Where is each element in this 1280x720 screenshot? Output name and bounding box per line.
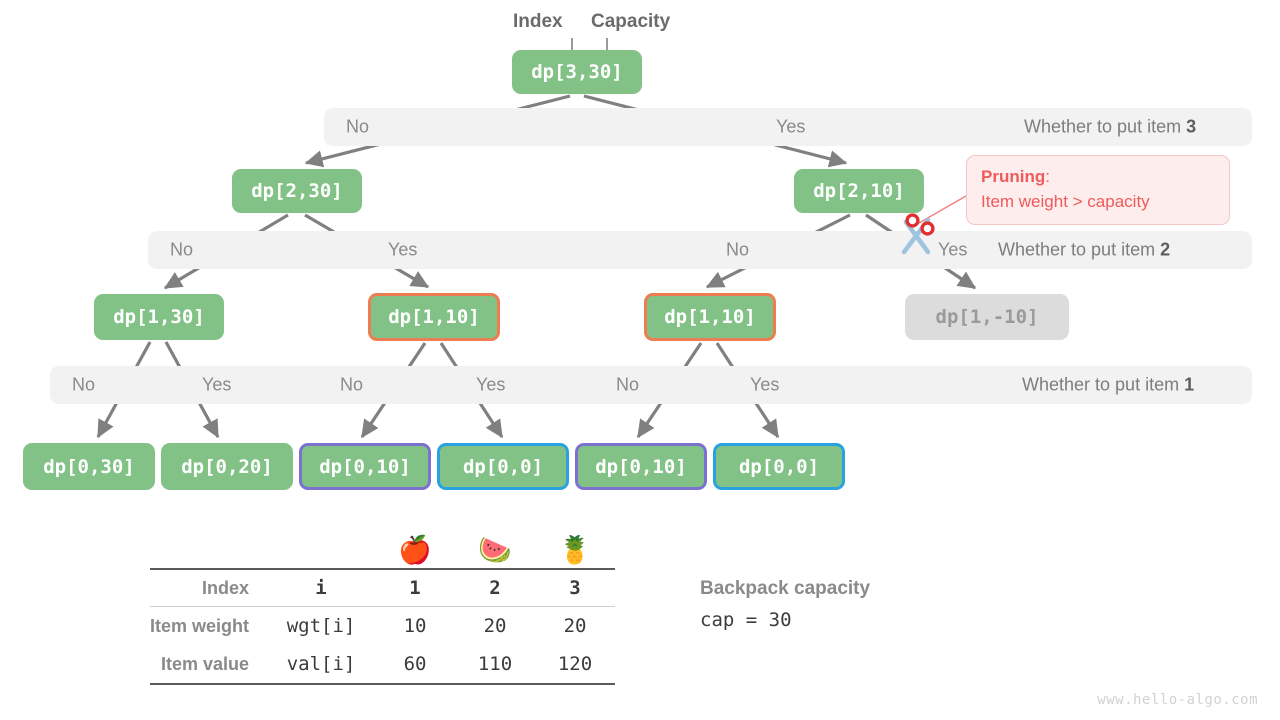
bar-question-item: 3: [1186, 116, 1197, 137]
branch-label-no: No: [726, 239, 750, 260]
table-cell: 120: [535, 645, 616, 685]
table-cell: 20: [455, 606, 536, 645]
table-row-key: i: [267, 568, 376, 607]
capacity-value: cap = 30: [700, 609, 792, 631]
table-cell: 10: [375, 606, 456, 645]
bar-question-item: 2: [1160, 239, 1171, 260]
tree-node: dp[2,30]: [232, 169, 362, 213]
branch-label-no: No: [346, 116, 370, 137]
table-cell: 110: [455, 645, 536, 685]
table-emoji-row: 🍎 🍉 🍍: [150, 520, 615, 569]
header-label-capacity: Capacity: [591, 11, 671, 32]
table-corner-cell: [150, 520, 267, 569]
decision-bar-item-1: No Yes No Yes No Yes Whether to put item 1: [50, 366, 1252, 404]
branch-label-no: No: [616, 374, 640, 395]
tree-node: dp[2,10]: [794, 169, 924, 213]
bar-question-item: 1: [1184, 374, 1195, 395]
branch-label-no: No: [170, 239, 194, 260]
table-cell: 3: [535, 568, 616, 607]
item-emoji-cell: 🍍: [558, 535, 592, 565]
bar-question-text: Whether to put item: [1024, 116, 1187, 137]
branch-label-yes: Yes: [388, 239, 418, 260]
table-row-key: wgt[i]: [267, 606, 376, 645]
item-emoji-cell: 🍎: [398, 535, 432, 565]
tree-node: dp[3,30]: [512, 50, 642, 94]
table-cell: 2: [455, 568, 536, 607]
branch-label-no: No: [72, 374, 96, 395]
tree-node: dp[1,30]: [94, 294, 224, 340]
table-row-key: val[i]: [267, 645, 376, 685]
tree-node: dp[0,10]: [575, 443, 707, 490]
pruning-callout: Pruning: Item weight > capacity: [966, 155, 1230, 226]
table-cell: 60: [375, 645, 456, 685]
tree-node: dp[0,0]: [437, 443, 569, 490]
capacity-title: Backpack capacity: [700, 578, 871, 599]
bar-question: Whether to put item 2: [998, 240, 1170, 261]
bar-question: Whether to put item 1: [1022, 375, 1194, 396]
branch-label-yes: Yes: [476, 374, 506, 395]
tree-node: dp[1,10]: [644, 293, 776, 341]
bar-question-text: Whether to put item: [998, 239, 1161, 260]
pruning-title-line: Pruning:: [981, 165, 1215, 190]
table-row-label: Item weight: [150, 606, 268, 645]
table-row-label: Item value: [150, 645, 268, 685]
table-cell: 20: [535, 606, 616, 645]
branch-label-yes: Yes: [938, 239, 968, 260]
tree-node: dp[0,30]: [23, 443, 155, 490]
backpack-capacity-note: Backpack capacity cap = 30: [700, 578, 870, 631]
pruning-title: Pruning: [981, 167, 1046, 186]
tree-node: dp[0,0]: [713, 443, 845, 490]
header-label-index: Index: [513, 11, 563, 32]
tree-node: dp[0,20]: [161, 443, 293, 490]
pruning-reason: Item weight > capacity: [981, 191, 1150, 211]
branch-label-yes: Yes: [202, 374, 232, 395]
tree-node: dp[1,-10]: [905, 294, 1069, 340]
table-cell: 1: [375, 568, 456, 607]
table-row-label: Index: [150, 568, 268, 607]
pruning-colon: :: [1045, 167, 1050, 186]
branch-label-yes: Yes: [776, 116, 806, 137]
bar-question: Whether to put item 3: [1024, 117, 1196, 138]
decision-bar-item-3: No Yes Whether to put item 3: [324, 108, 1252, 146]
tree-node: dp[1,10]: [368, 293, 500, 341]
branch-label-yes: Yes: [750, 374, 780, 395]
watermark: www.hello-algo.com: [1097, 692, 1258, 708]
bar-question-text: Whether to put item: [1022, 374, 1185, 395]
item-emoji-cell: [267, 520, 375, 569]
item-emoji-cell: 🍉: [478, 535, 512, 565]
branch-label-no: No: [340, 374, 364, 395]
scissors-icon: [901, 213, 935, 255]
tree-node: dp[0,10]: [299, 443, 431, 490]
decision-bar-item-2: No Yes No Yes Whether to put item 2: [148, 231, 1252, 269]
